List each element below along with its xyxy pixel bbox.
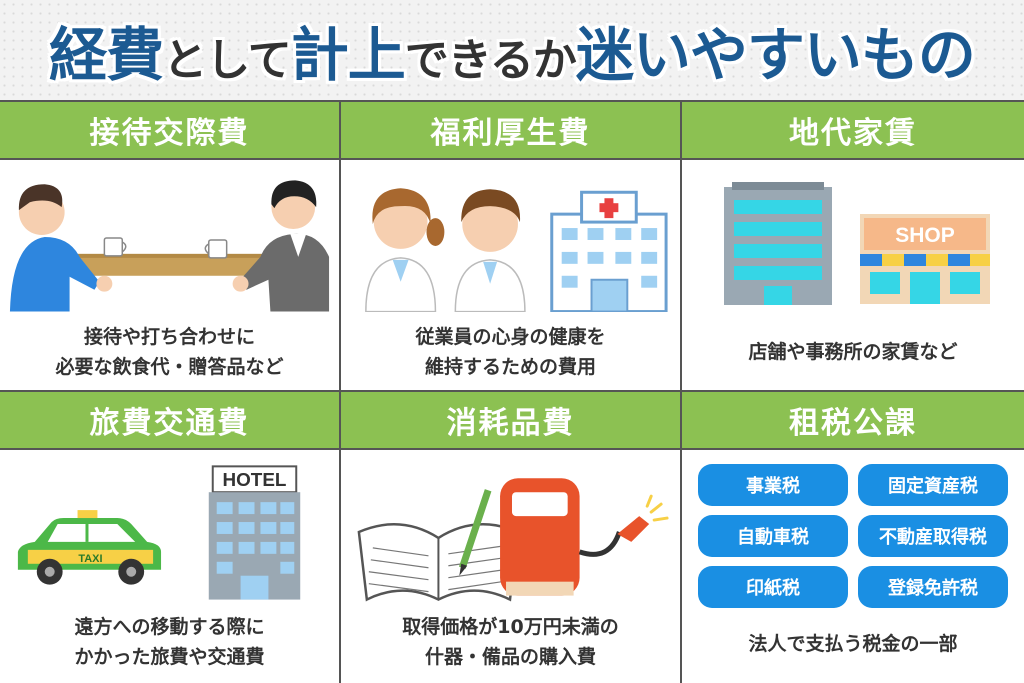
hotel-sign: HOTEL [223, 470, 287, 491]
cell-rent: 地代家賃 SHOP 店舗や事務所の家賃 [682, 102, 1024, 392]
desc-line: 接待や打ち合わせに [83, 326, 255, 348]
cell-supplies: 消耗品費 取得価格が10万円未満の 什器・備品の購入費 [341, 392, 682, 683]
title-part: 計上 [290, 21, 406, 89]
cell-welfare: 福利厚生費 従業員の心身の健康を [341, 102, 682, 392]
tax-badge: 事業税 [698, 464, 848, 506]
tax-badge: 固定資産税 [858, 464, 1008, 506]
tax-list: 事業税 固定資産税 自動車税 不動産取得税 印紙税 登録免許税 [698, 464, 1008, 608]
cell-entertainment: 接待交際費 接待や打ち合わせに 必要な飲食代・贈答品など [0, 102, 341, 392]
cell-description: 店舗や事務所の家賃など [682, 314, 1024, 390]
header-banner: 経費 として 計上 できるか 迷いやすいもの [0, 0, 1024, 100]
tax-badge: 不動産取得税 [858, 515, 1008, 557]
title-part: できるか [404, 35, 577, 86]
desc-line: 取得価格が10万円未満の [402, 616, 619, 638]
desc-line: 法人で支払う税金の一部 [748, 633, 958, 655]
taxi-hotel-illustration: TAXI HOTEL [17, 465, 301, 600]
cell-description: 法人で支払う税金の一部 [682, 608, 1024, 680]
notebook-fuel-illustration [357, 478, 669, 602]
building-shop-illustration: SHOP [724, 182, 990, 305]
tax-badge: 登録免許税 [858, 566, 1008, 608]
cell-heading: 租税公課 [682, 392, 1024, 450]
cell-heading: 旅費交通費 [0, 392, 339, 450]
cell-description: 従業員の心身の健康を 維持するための費用 [341, 314, 680, 390]
tax-badge: 印紙税 [698, 566, 848, 608]
cell-heading: 接待交際費 [0, 102, 339, 160]
meeting-illustration [9, 180, 330, 312]
shop-sign: SHOP [895, 224, 955, 247]
cell-description: 接待や打ち合わせに 必要な飲食代・贈答品など [0, 314, 339, 390]
desc-line: 什器・備品の購入費 [424, 646, 596, 668]
cell-heading: 福利厚生費 [341, 102, 680, 160]
desc-line: かかった旅費や交通費 [74, 646, 265, 668]
desc-line: 従業員の心身の健康を [415, 326, 606, 348]
title-part: 迷いやすいもの [575, 21, 976, 89]
taxi-sign: TAXI [78, 553, 102, 565]
page-title: 経費 として 計上 できるか 迷いやすいもの [49, 8, 976, 92]
title-part: として [163, 35, 292, 86]
cell-heading: 消耗品費 [341, 392, 680, 450]
cell-description: 取得価格が10万円未満の 什器・備品の購入費 [341, 604, 680, 680]
desc-line: 維持するための費用 [424, 356, 596, 378]
desc-line: 必要な飲食代・贈答品など [55, 356, 284, 378]
cell-heading: 地代家賃 [682, 102, 1024, 160]
cell-taxes: 租税公課 事業税 固定資産税 自動車税 不動産取得税 印紙税 登録免許税 法人で… [682, 392, 1024, 683]
medical-staff-illustration [365, 188, 668, 312]
desc-line: 店舗や事務所の家賃など [748, 341, 958, 363]
cell-travel: 旅費交通費 TAXI HOTEL 遠方への移動する際に [0, 392, 341, 683]
tax-badge: 自動車税 [698, 515, 848, 557]
cell-description: 遠方への移動する際に かかった旅費や交通費 [0, 604, 339, 680]
title-part: 経費 [49, 21, 164, 89]
expense-grid: 接待交際費 接待や打ち合わせに 必要な飲食代・贈答品など [0, 100, 1024, 683]
desc-line: 遠方への移動する際に [74, 616, 265, 638]
